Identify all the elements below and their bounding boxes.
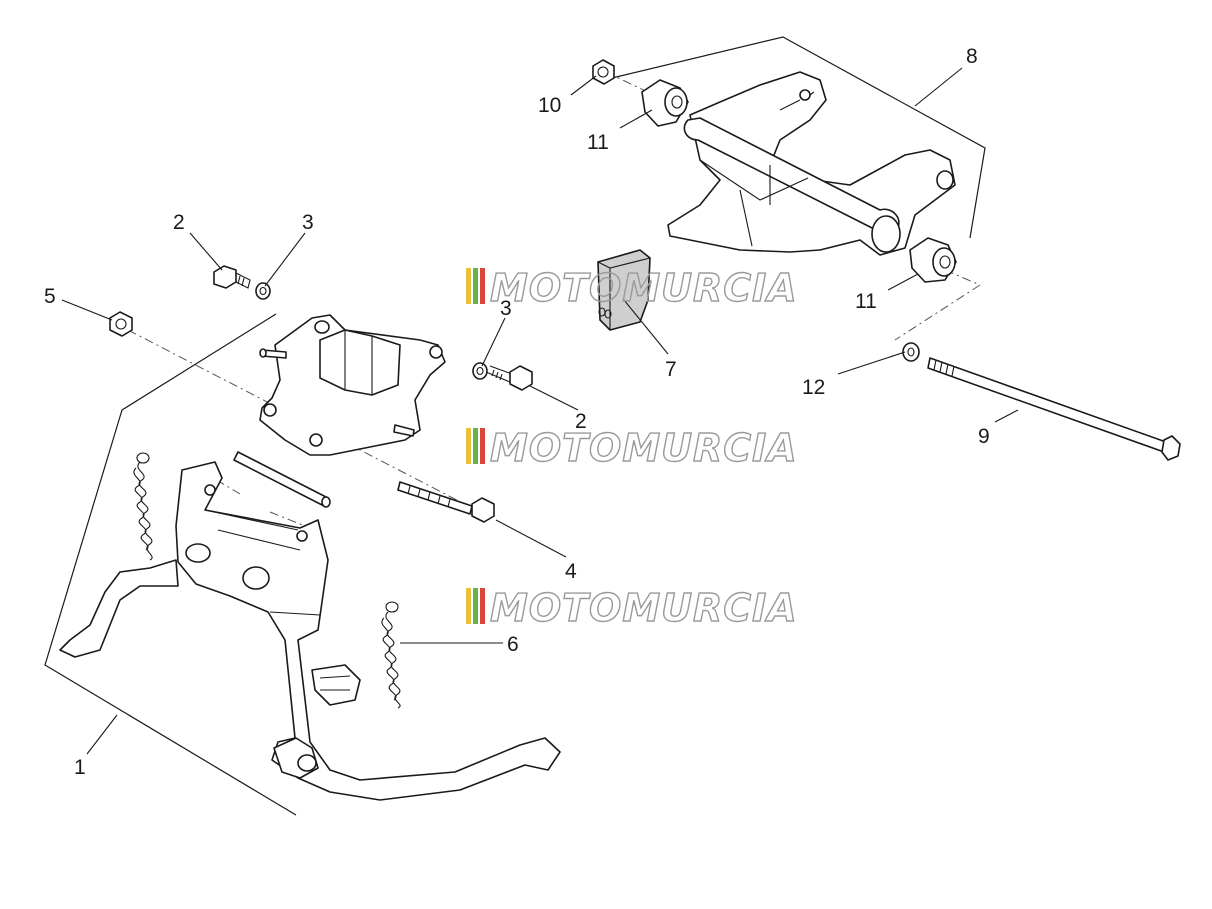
callout-10: 10	[538, 94, 561, 117]
callouts: 1 2 2 3 3 4 5 6 7 8 9 10 11 11 12	[44, 45, 990, 779]
assembly-frame-right	[611, 36, 986, 239]
center-stand	[59, 461, 561, 801]
spring-right	[381, 601, 401, 709]
silentblock-lower	[909, 237, 957, 283]
callout-11-upper: 11	[587, 131, 609, 154]
callout-5: 5	[44, 285, 56, 308]
bolt-middle	[485, 365, 533, 391]
callout-6: 6	[507, 633, 519, 656]
watermark-2: MOTOMURCIA	[466, 425, 798, 471]
stand-pivot-pin	[233, 451, 331, 508]
washer-right	[902, 342, 920, 362]
callout-2-middle: 2	[575, 410, 587, 433]
callout-12: 12	[802, 376, 825, 399]
nut-top	[592, 59, 615, 85]
callout-2-upper: 2	[173, 211, 185, 234]
long-bolt-swingarm	[927, 357, 1181, 461]
watermark-text-1: MOTOMURCIA	[490, 266, 798, 310]
callout-11-lower: 11	[855, 290, 877, 313]
bolt-upper-left	[213, 265, 251, 289]
silentblock-upper	[641, 79, 689, 127]
washer-upper-left	[255, 282, 271, 300]
spring-left	[133, 452, 153, 561]
callout-1: 1	[74, 756, 86, 779]
callout-4: 4	[565, 560, 577, 583]
watermark-text-3: MOTOMURCIA	[490, 586, 798, 630]
callout-9: 9	[978, 425, 990, 448]
watermark-1: MOTOMURCIA	[466, 265, 798, 311]
engine-swingarm	[667, 71, 956, 256]
leader-lines	[61, 67, 1019, 755]
long-bolt-stand	[397, 481, 495, 523]
callout-8: 8	[966, 45, 978, 68]
washer-middle	[472, 362, 488, 380]
callout-7: 7	[665, 358, 677, 381]
assembly-frame-left	[44, 313, 297, 816]
nut-left	[109, 311, 133, 337]
watermark-text-2: MOTOMURCIA	[490, 426, 798, 470]
callout-3-upper: 3	[302, 211, 314, 234]
rubber-block	[597, 249, 651, 331]
stand-bracket	[259, 314, 446, 456]
callout-3-middle: 3	[500, 297, 512, 320]
watermark-3: MOTOMURCIA	[466, 585, 798, 631]
